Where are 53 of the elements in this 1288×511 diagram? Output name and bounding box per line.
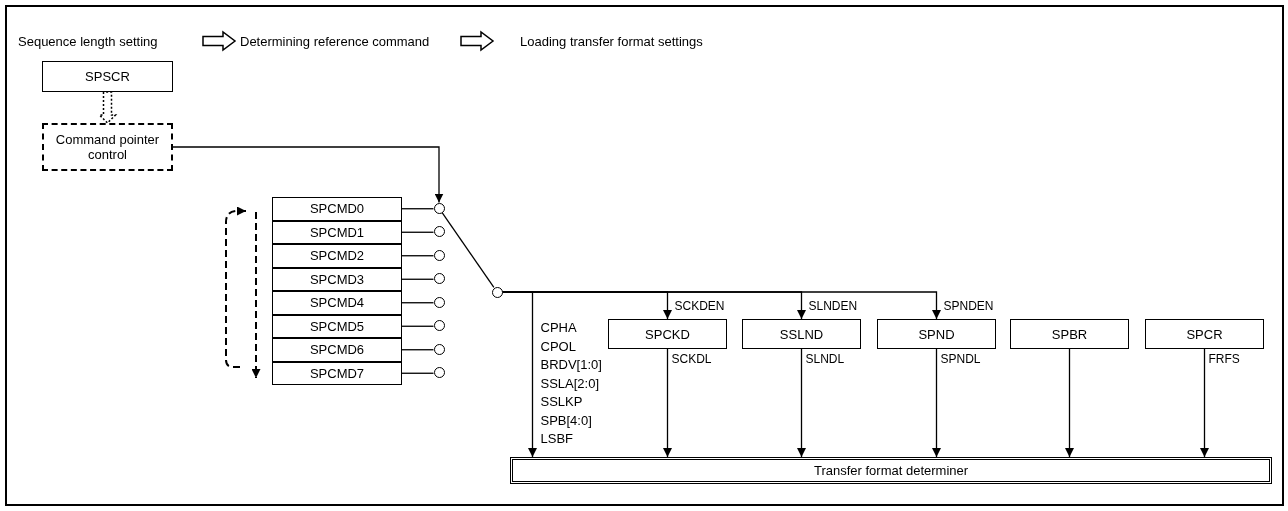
register-box: SPND [877, 319, 996, 349]
connector-line [401, 231, 435, 233]
signal-label: SCKDL [671, 352, 712, 366]
switch-contact [433, 202, 445, 214]
connector-line [401, 325, 435, 327]
connector-line [401, 349, 435, 351]
register-box: SPCMD7 [272, 361, 402, 385]
signal-label: SPNDEN [943, 299, 994, 313]
signal-label: FRFS [1208, 352, 1240, 366]
switch-contact [491, 286, 503, 298]
signal-label: SLNDEN [808, 299, 858, 313]
step-label: Sequence length setting [18, 32, 198, 50]
signal-label: SLNDL [805, 352, 845, 366]
block-arrow [202, 30, 237, 52]
block-arrow [460, 30, 495, 52]
signal-label: SCKDEN [674, 299, 725, 313]
connector-line [401, 278, 435, 280]
register-box: SPBR [1010, 319, 1129, 349]
signal-label: SPNDL [940, 352, 981, 366]
register-box: SPCMD6 [272, 338, 402, 362]
block-arrow [97, 91, 118, 125]
register-box: SPCKD [608, 319, 727, 349]
switch-contact [433, 249, 445, 261]
register-box: SPCMD4 [272, 291, 402, 315]
arrow [172, 146, 444, 204]
arrow [1065, 348, 1074, 458]
register-box: SPCMD0 [272, 197, 402, 221]
connector-line [401, 208, 435, 210]
connector-line [401, 372, 435, 374]
register-box: SPCR [1145, 319, 1264, 349]
switch-contact [433, 320, 445, 331]
arrow [663, 348, 672, 458]
arrow [932, 348, 941, 458]
switch-contact [433, 226, 445, 237]
register-box: SPCMD3 [272, 267, 402, 291]
switch-lever [441, 211, 495, 289]
switch-contact [433, 343, 445, 355]
arrow [797, 348, 806, 458]
register-box: SPCMD1 [272, 220, 402, 244]
control-box: Command pointer control [42, 123, 173, 171]
switch-contact [433, 367, 445, 378]
step-label: Loading transfer format settings [520, 32, 760, 50]
register-box: SPCMD2 [272, 244, 402, 268]
register-box: SPCMD5 [272, 314, 402, 338]
switch-contact [433, 273, 445, 284]
register-box: SPSCR [42, 61, 173, 92]
connector-line [401, 302, 435, 304]
register-box: SSLND [742, 319, 861, 349]
switch-contact [433, 296, 445, 308]
arrow [1200, 348, 1209, 458]
connector-line [401, 255, 435, 257]
determiner-box: Transfer format determiner [510, 457, 1272, 484]
step-label: Determining reference command [240, 32, 434, 50]
